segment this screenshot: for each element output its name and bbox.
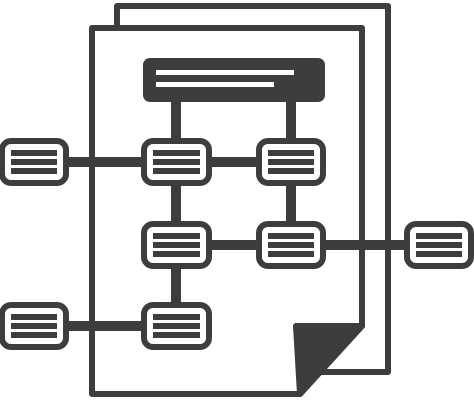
flow-node — [0, 138, 69, 186]
flow-node — [141, 221, 212, 269]
flow-node — [404, 221, 474, 269]
flow-node — [141, 138, 212, 186]
flow-node — [141, 302, 212, 350]
connectors — [66, 100, 407, 331]
header-node — [143, 58, 325, 102]
flow-node — [0, 302, 69, 350]
flow-node — [256, 221, 326, 269]
page-curl-corner — [293, 323, 365, 397]
flow-node — [256, 138, 326, 186]
